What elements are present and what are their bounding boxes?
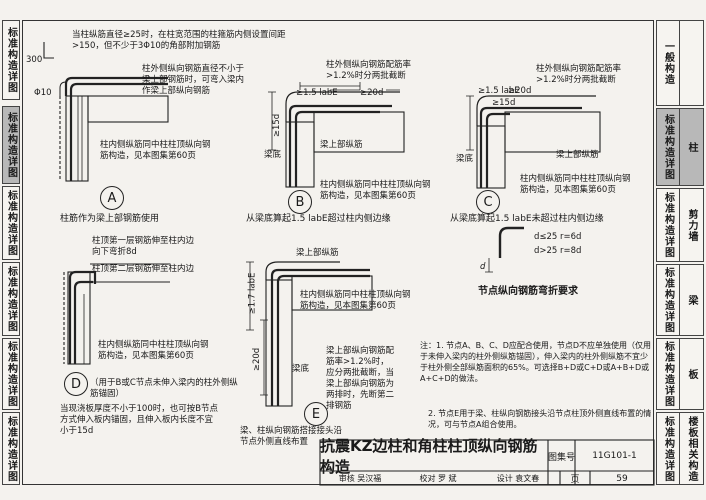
dim-b-20d: ≥20d [360,88,384,98]
note-b-inner: 柱内侧纵筋同中柱柱顶纵向钢筋构造，见本图集第60页 [320,180,431,201]
rebar-a-outer [64,76,168,96]
note-d-inner: 柱内侧纵筋同中柱柱顶纵向钢筋构造，见本图集第60页 [98,340,209,361]
beam-top-c: 梁上部纵筋 [556,150,599,160]
note-c: 柱外侧纵向钢筋配筋率>1.2%时分两批截断 [536,64,622,85]
dim-c-15lab: ≥1.5 labE [478,86,520,96]
beam-bottom-c: 梁底 [456,154,474,164]
note-e-inner: 柱内侧纵筋同中柱柱顶纵向钢筋构造，见本图集第60页 [300,290,411,311]
atlas-number: 11G101-1 [592,451,637,461]
right-tab-slab[interactable]: 标准构造详图 板 [656,338,704,410]
left-tab-3[interactable]: 标准构造详图 [2,186,20,260]
left-tab-label: 标准构造详图 [5,415,17,482]
right-tab-sub: 柱 [686,141,697,153]
dim-c-20d: ≥20d [508,86,532,96]
right-tab-general[interactable]: 一般构造 [656,20,704,106]
label-b: B [288,190,312,214]
dim-e-20d: ≥20d [252,347,263,372]
left-tab-4[interactable]: 标准构造详图 [2,262,20,336]
designer: 设计 袁文春 [496,474,540,483]
caption-b: 从梁底算起1.5 labE超过柱内侧边缘 [246,214,391,224]
left-tab-6[interactable]: 标准构造详图 [2,412,20,485]
right-tab-sub: 剪力墙 [686,208,697,242]
note-d-1: 柱顶第一层钢筋伸至柱内边向下弯折8d [92,236,195,257]
label-a: A [100,186,124,210]
dim-c-15d: ≥15d [492,98,516,108]
caption-e: 梁、柱纵向钢筋搭接接头沿节点外侧直线布置 [240,426,343,447]
left-tab-5[interactable]: 标准构造详图 [2,338,20,410]
right-tab-label: 标准构造详图 [662,192,674,258]
beam-top-b: 梁上部纵筋 [320,140,363,150]
note-b: 柱外侧纵向钢筋配筋率>1.2%时分两批截断 [326,60,412,81]
right-tab-column[interactable]: 标准构造详图 柱 [656,108,704,186]
note-a-top: 当柱纵筋直径≥25时，在柱宽范围的柱箍筋内侧设置间距>150，但不少于3Φ10的… [72,30,286,51]
bend-r1: d≤25 r=6d [534,232,582,242]
rebar-c-outer [479,106,582,188]
left-tab-label: 标准构造详图 [5,266,17,332]
dim-e-17: ≥1.7 labE [247,272,258,315]
left-tab-1[interactable]: 标准构造详图 [2,20,20,100]
left-tab-2[interactable]: 标准构造详图 [2,106,20,184]
page-label: 页 [570,475,580,485]
left-tab-label: 标准构造详图 [5,341,17,407]
note-e-ratio: 梁上部纵向钢筋配筋率>1.2%时，应分两批截断，当梁上部纵向钢筋为两排时，先断第… [326,346,395,411]
right-tab-label: 一般构造 [662,41,674,85]
right-tab-label: 标准构造详图 [662,415,674,482]
caption-d: 当现浇板厚度不小于100时，也可按B节点方式伸入板内锚固，且伸入板内长度不宜小于… [60,404,219,436]
page-number: 59 [616,473,628,484]
dim-300: 300 [26,55,43,65]
right-tab-strip: 一般构造 标准构造详图 柱 标准构造详图 剪力墙 标准构造详图 梁 标准构造详图… [656,20,704,485]
rebar-e-outer [270,268,370,406]
bend-r2: d>25 r=8d [534,246,582,256]
right-tab-beam[interactable]: 标准构造详图 梁 [656,264,704,336]
dim-b-15d: ≥15d [272,113,283,138]
column-a-outline [65,95,89,182]
dim-300-leader [43,42,54,59]
bend-d: d [480,262,486,272]
right-tab-label: 标准构造详图 [662,341,674,407]
right-tab-label: 标准构造详图 [662,267,674,333]
right-tab-sub: 梁 [686,294,697,306]
rebar-b-outer [288,104,392,187]
paren-d: （用于B或C节点未伸入梁内的柱外侧纵筋锚固） [90,378,238,399]
beam-top-e: 梁上部纵筋 [296,248,339,258]
right-tab-sub: 楼板相关构造 [686,415,697,482]
label-c: C [476,190,500,214]
phi10-label: Φ10 [34,88,52,98]
right-tab-label: 标准构造详图 [662,114,674,180]
bend-detail-bar [498,226,524,258]
dim-b-15lab: ≥1.5 labE [296,88,338,98]
beam-bottom-e: 梁底 [292,364,310,374]
left-tab-label: 标准构造详图 [5,112,17,178]
caption-a: 柱筋作为梁上部钢筋使用 [60,214,160,224]
label-d: D [64,372,88,396]
label-e: E [304,402,328,426]
drawing-title: 抗震KZ边柱和角柱柱顶纵向钢筋构造 [320,437,538,476]
right-tab-shear-wall[interactable]: 标准构造详图 剪力墙 [656,188,704,262]
note-a-outer: 柱外侧纵向钢筋直径不小于梁上部钢筋时，可弯入梁内作梁上部纵向钢筋 [142,64,245,96]
note-a-inner: 柱内侧纵筋同中柱柱顶纵向钢筋构造，见本图集第60页 [100,140,211,161]
left-tab-strip: 标准构造详图 标准构造详图 标准构造详图 标准构造详图 标准构造详图 标准构造详… [2,20,20,485]
checker: 校对 罗 斌 [419,474,457,483]
left-tab-label: 标准构造详图 [5,27,17,93]
beam-bottom-b: 梁底 [264,150,282,160]
note-d-2: 柱顶第二层钢筋伸至柱内边 [92,264,195,274]
note-c-inner: 柱内侧纵筋同中柱柱顶纵向钢筋构造，见本图集第60页 [520,174,631,195]
note-1: 注：1. 节点A、B、C、D应配合使用，节点D不应单独使用（仅用于未伸入梁内的柱… [420,341,652,383]
rebar-d-first-layer [68,270,97,364]
bend-caption: 节点纵向钢筋弯折要求 [478,286,578,297]
atlas-label: 图集号 [548,452,576,463]
right-tab-sub: 板 [686,368,697,380]
note-2: 2. 节点E用于梁、柱纵向钢筋接头沿节点柱顶外侧直线布置的情况，可与节点A组合使… [428,409,652,429]
reviewer: 审核 吴汉福 [338,474,382,483]
rebar-a-inner [69,82,168,181]
caption-c: 从梁底算起1.5 labE未超过柱内侧边缘 [450,214,604,224]
left-tab-label: 标准构造详图 [5,190,17,256]
right-tab-slab-related[interactable]: 标准构造详图 楼板相关构造 [656,412,704,485]
